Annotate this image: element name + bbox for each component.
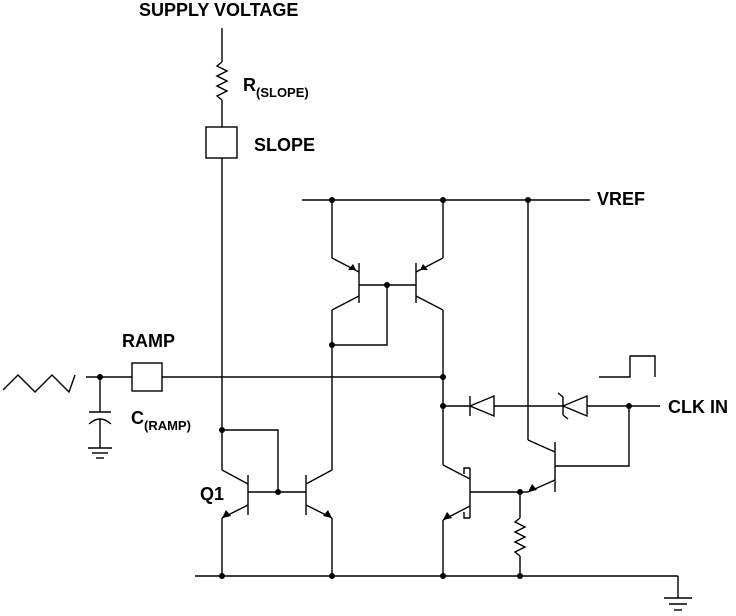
ramp-capacitor [88,377,112,448]
discharge-schottky-transistor [442,464,471,576]
diode-icon [468,394,495,418]
q1-collector-base-strap [222,429,279,492]
mirror-diode-connection [332,285,388,346]
vref-label: VREF [597,189,645,209]
q1-transistor [221,430,249,576]
pnp-mirror-right-transistor [415,200,444,377]
driver-base-wire [555,406,630,467]
slope-pin [205,126,238,159]
ramp-label: RAMP [122,331,175,351]
clock-pulse-icon [599,355,656,378]
r-slope-label: R(SLOPE) [243,75,309,100]
q1-label: Q1 [200,484,224,504]
clk-in-label: CLK IN [668,397,728,417]
junction-dots [97,197,632,579]
supply-voltage-label: SUPPLY VOLTAGE [139,0,298,20]
emitter-resistor [513,492,527,576]
q2-transistor [305,345,333,576]
pnp-mirror-left-transistor [331,200,360,345]
sawtooth-waveform-icon [2,374,76,394]
zener-diode-icon [557,392,588,420]
c-ramp-label: C(RAMP) [131,408,191,433]
ground-icon [664,597,692,611]
ramp-pin [131,362,163,392]
supply-line [215,28,229,127]
slope-label: SLOPE [254,135,315,155]
clock-driver-transistor [527,439,556,493]
capacitor-ground-icon [88,447,112,459]
